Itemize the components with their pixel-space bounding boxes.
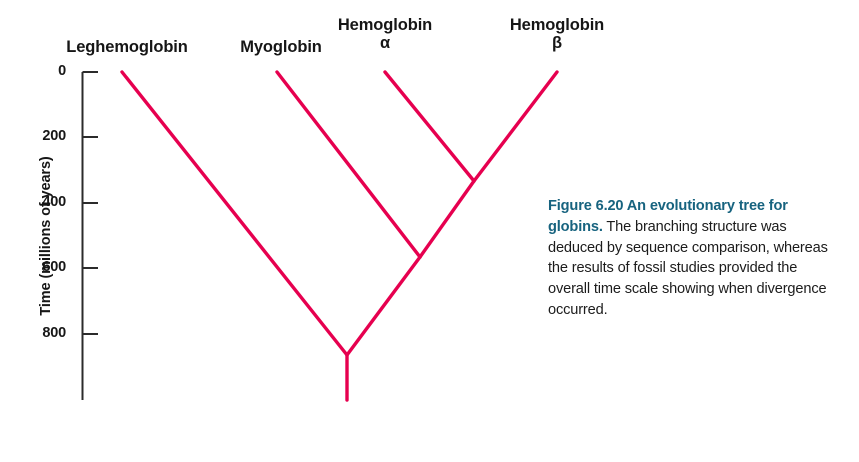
branch-myoglobin — [275, 70, 422, 259]
time-axis — [81, 71, 98, 400]
axis-tick-label-400: 400 — [42, 194, 66, 210]
figure-caption-body: The branching structure was deduced by s… — [548, 218, 828, 318]
branch-leghemoglobin — [120, 70, 349, 357]
figure-caption: Figure 6.20 An evolutionary tree for glo… — [548, 196, 834, 321]
axis-tick-label-800: 800 — [42, 325, 66, 341]
axis-tick-label-0: 0 — [58, 63, 66, 79]
axis-title-time: Time (millions of years) — [38, 156, 54, 316]
branch-hemoglobin-alpha — [383, 70, 476, 183]
axis-tick-label-600: 600 — [42, 259, 66, 275]
branch-hemoglobin-internal — [345, 255, 422, 357]
taxon-label-leghemoglobin: Leghemoglobin — [66, 38, 188, 56]
taxon-label-hemoglobin-beta: Hemoglobin β — [509, 16, 605, 53]
taxon-label-hemoglobin-alpha: Hemoglobin α — [337, 16, 433, 53]
branch-alpha-beta-internal — [418, 179, 476, 259]
taxon-label-myoglobin: Myoglobin — [240, 38, 322, 56]
axis-tick-label-200: 200 — [42, 128, 66, 144]
figure-caption-title: Figure 6.20 An evolutionary tree for glo… — [548, 198, 788, 235]
branch-hemoglobin-beta — [472, 70, 559, 183]
tree-branches — [120, 70, 559, 402]
